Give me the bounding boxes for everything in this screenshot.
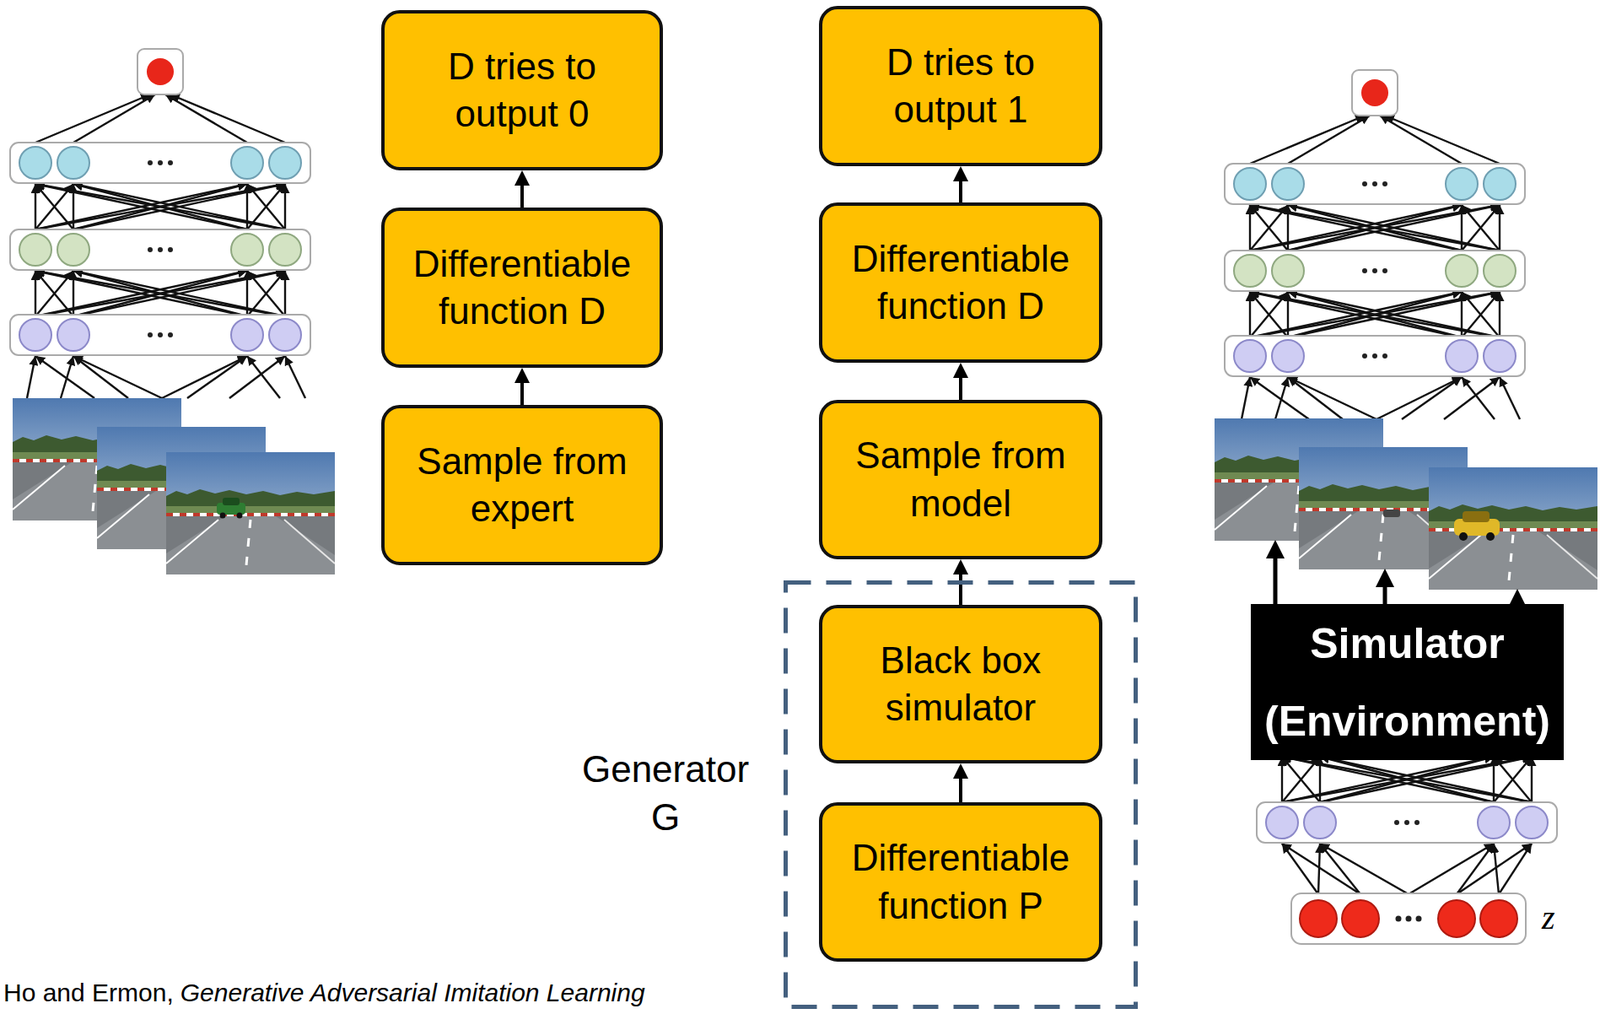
expert-frames — [12, 398, 335, 575]
process-box: D tries to output 0 — [381, 10, 663, 171]
expert-frames — [166, 452, 335, 575]
process-box: D tries to output 1 — [818, 5, 1103, 167]
policy-network — [1493, 843, 1499, 895]
car-figure — [1459, 532, 1468, 541]
citation-text: Ho and Ermon, — [3, 978, 174, 1008]
generator-group: Generator GBlack box simulatorDifferenti… — [783, 580, 1138, 1009]
policy-network — [1408, 843, 1494, 895]
policy-network — [1282, 843, 1532, 895]
flow-arrow — [958, 770, 963, 803]
car-figure — [1462, 511, 1490, 523]
latent-variable: z — [1541, 897, 1556, 938]
environment-box: Simulator (Environment) — [1250, 603, 1564, 760]
node-text: D tries to output 1 — [840, 38, 1081, 135]
model-frames — [1428, 467, 1598, 590]
policy-network — [1291, 893, 1526, 944]
flow-arrow — [958, 566, 963, 605]
flow-arrow — [958, 370, 963, 400]
node-text: Differentiable function D — [840, 235, 1081, 331]
process-box: Sample from model — [818, 399, 1103, 560]
node-text: Differentiable function D — [403, 240, 642, 336]
policy-network — [1282, 843, 1361, 895]
policy-network — [1438, 899, 1476, 938]
node-text: Generator G — [576, 744, 755, 841]
policy-network — [1498, 843, 1532, 895]
policy-network — [1282, 756, 1532, 803]
car-figure — [1383, 509, 1401, 518]
process-box: Sample from expert — [381, 404, 663, 566]
policy-network — [1282, 843, 1319, 895]
discriminator-network-left — [10, 48, 311, 399]
car-figure — [237, 512, 243, 519]
policy-network — [1299, 899, 1337, 938]
process-box: Differentiable function D — [381, 207, 663, 368]
car-figure — [1383, 509, 1401, 518]
policy-network — [1319, 843, 1361, 895]
policy-network — [1319, 843, 1409, 895]
flow-arrow — [520, 375, 524, 405]
flow-arrow — [958, 173, 963, 203]
policy-network — [1256, 756, 1557, 944]
car-figure — [220, 512, 227, 519]
car-figure — [1454, 511, 1500, 541]
flow-arrow — [520, 177, 524, 208]
node-text: Sample from model — [840, 431, 1081, 528]
discriminator-network-left — [10, 48, 311, 399]
policy-network — [1480, 899, 1518, 938]
process-box: Differentiable function P — [818, 802, 1103, 962]
policy-network — [1406, 915, 1412, 922]
citation-title: Generative Adversarial Imitation Learnin… — [180, 978, 646, 1008]
policy-network — [1291, 893, 1526, 944]
node-text: D tries to output 0 — [403, 43, 642, 139]
car-figure — [216, 497, 246, 519]
policy-network — [1456, 843, 1532, 895]
dashed-outline — [786, 582, 1137, 1008]
discriminator-network-right — [1224, 70, 1525, 420]
process-box: Differentiable function D — [818, 202, 1103, 363]
discriminator-network-right — [1224, 70, 1525, 420]
car-figure — [222, 497, 240, 506]
policy-network — [1256, 802, 1557, 843]
node-text: Simulator (Environment) — [1257, 604, 1557, 760]
policy-network — [1456, 843, 1494, 895]
node-text: Black box simulator — [840, 636, 1081, 733]
node-text: Differentiable function P — [840, 834, 1081, 930]
simulator-output-arrows — [1275, 549, 1518, 609]
simulator-output-arrows — [1273, 549, 1278, 609]
policy-network — [1341, 899, 1380, 938]
model-frames — [1214, 418, 1598, 590]
citation-row: Ho and Ermon,Generative Adversarial Imit… — [3, 978, 646, 1008]
process-box: Black box simulator — [818, 604, 1103, 764]
policy-network — [1395, 915, 1402, 922]
car-figure — [1486, 532, 1495, 541]
node-text: Sample from expert — [403, 437, 642, 534]
group-heading: Generator G — [576, 744, 755, 841]
policy-network — [1416, 915, 1423, 922]
